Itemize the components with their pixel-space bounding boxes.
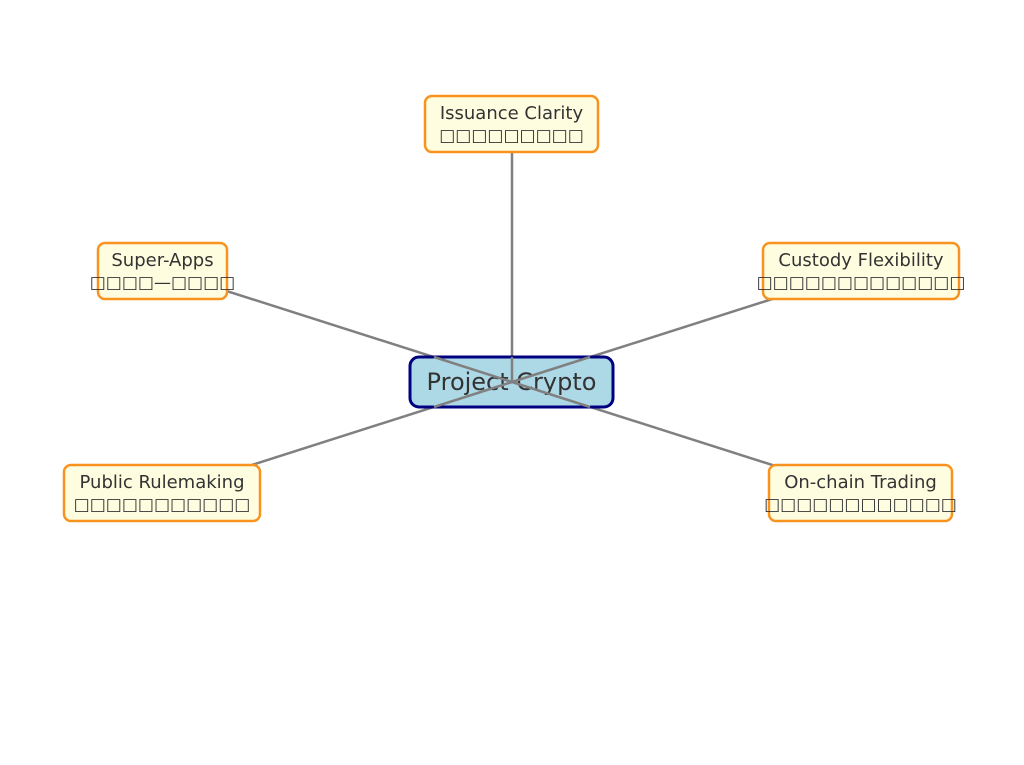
node-issuance: Issuance Clarity □□□□□□□□□: [423, 94, 600, 154]
edge-overlay-onchain: [511, 380, 591, 409]
node-superapps: Super-Apps □□□□—□□□□: [90, 241, 236, 301]
node-custody-title: Custody Flexibility: [778, 250, 943, 271]
node-onchain-subtitle: □□□□□□□□□□□□: [764, 495, 957, 515]
edge-overlay-superapps: [433, 355, 513, 384]
node-onchain-title: On-chain Trading: [784, 472, 937, 493]
node-custody-box: [761, 241, 961, 301]
node-onchain-box: [767, 463, 954, 523]
node-onchain: On-chain Trading □□□□□□□□□□□□: [764, 463, 957, 523]
edges-overlay: [433, 355, 591, 409]
node-superapps-title: Super-Apps: [111, 250, 213, 271]
node-superapps-subtitle: □□□□—□□□□: [90, 273, 236, 293]
node-custody-subtitle: □□□□□□□□□□□□□: [757, 273, 966, 293]
node-rulemaking-title: Public Rulemaking: [80, 472, 245, 493]
node-rulemaking-box: [62, 463, 262, 523]
edges: [163, 122, 861, 497]
edge-overlay-custody: [511, 355, 591, 384]
node-issuance-title: Issuance Clarity: [440, 103, 584, 124]
node-issuance-box: [423, 94, 600, 154]
node-custody: Custody Flexibility □□□□□□□□□□□□□: [757, 241, 966, 301]
edge-overlay-rulemaking: [433, 380, 513, 409]
node-superapps-box: [96, 241, 229, 301]
node-issuance-subtitle: □□□□□□□□□: [439, 126, 584, 146]
node-rulemaking: Public Rulemaking □□□□□□□□□□□: [62, 463, 262, 523]
node-rulemaking-subtitle: □□□□□□□□□□□: [74, 495, 251, 515]
